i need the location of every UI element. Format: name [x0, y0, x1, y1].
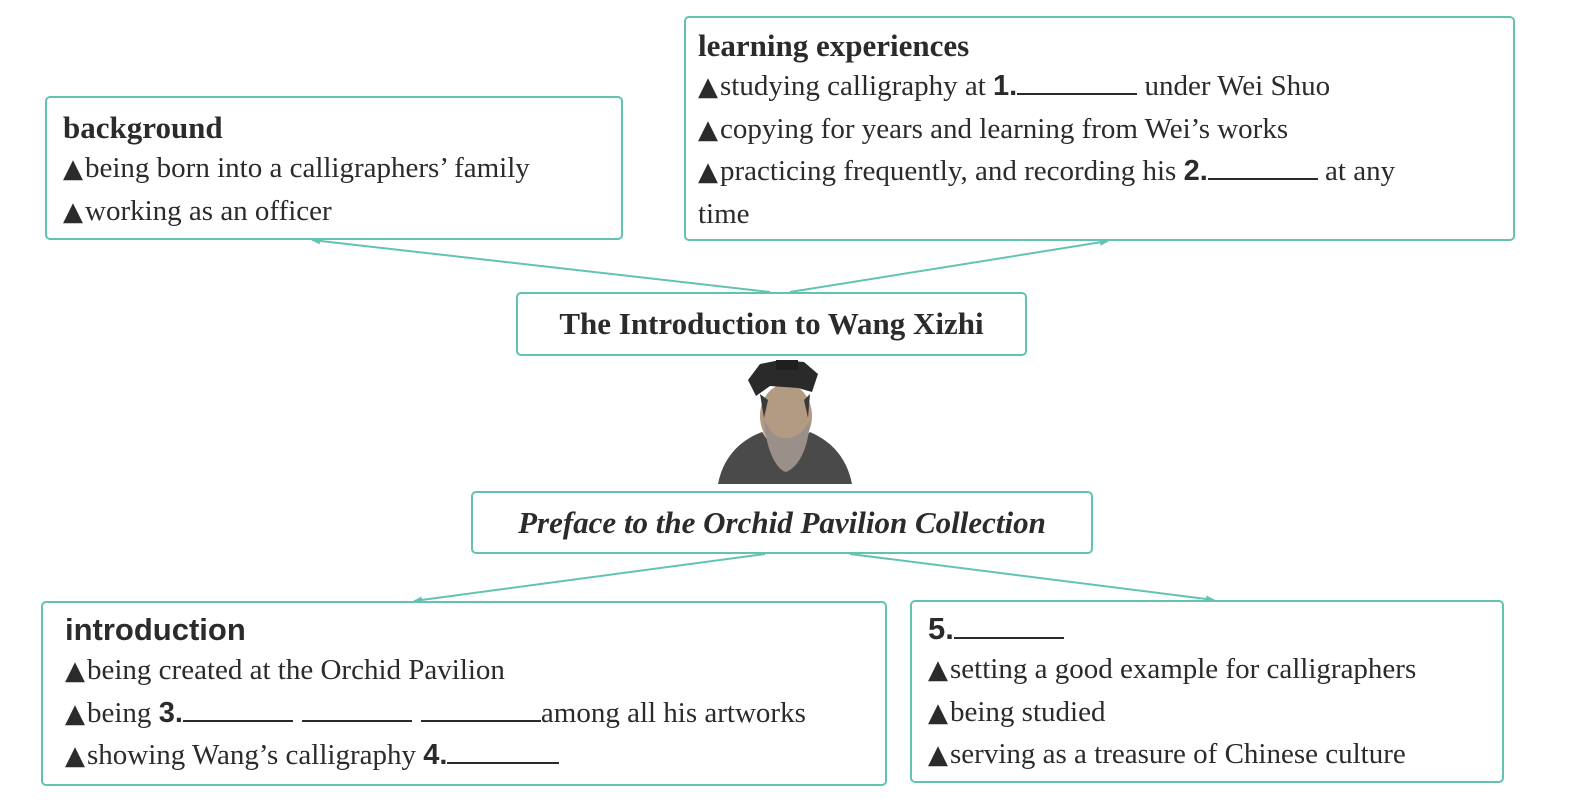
introduction-item: ▲being 3.among all his artworks [65, 693, 885, 736]
answer-blank-3c[interactable] [420, 693, 541, 722]
blank-number-4: 4 [423, 739, 440, 771]
introduction-heading: introduction [65, 612, 246, 647]
influence-item-text: setting a good example for calligraphers [950, 653, 1417, 685]
background-heading: background [63, 110, 223, 145]
learning-item: ▲practicing frequently, and recording hi… [698, 151, 1513, 194]
introduction-item-text: being [87, 696, 159, 729]
influence-box: 5. ▲setting a good example for calligrap… [910, 600, 1504, 783]
title-box: The Introduction to Wang Xizhi [516, 292, 1027, 356]
arrow-to-introduction [413, 553, 766, 604]
answer-blank-3a[interactable] [182, 693, 293, 722]
background-item-text: being born into a calligraphers’ family [85, 152, 530, 184]
triangle-bullet-icon: ▲ [65, 698, 85, 729]
blank-number-5: 5 [928, 611, 946, 646]
learning-item: ▲studying calligraphy at 1. under Wei Sh… [698, 66, 1513, 109]
introduction-item: ▲being created at the Orchid Pavilion [65, 650, 885, 693]
triangle-bullet-icon: ▲ [63, 196, 83, 227]
blank-number-1: 1 [993, 70, 1010, 102]
learning-item-text: at any [1317, 155, 1396, 187]
triangle-bullet-icon: ▲ [698, 72, 718, 102]
influence-item: ▲serving as a treasure of Chinese cultur… [928, 734, 1502, 777]
influence-heading: 5. [928, 609, 1502, 649]
portrait-of-wang-xizhi-icon [718, 360, 852, 484]
learning-item-continuation: time [698, 197, 750, 230]
answer-blank-2[interactable] [1207, 151, 1318, 180]
answer-blank-4[interactable] [447, 735, 560, 764]
arrow-to-background [311, 237, 771, 293]
background-box: background ▲being born into a calligraph… [45, 96, 623, 240]
triangle-bullet-icon: ▲ [928, 655, 948, 685]
work-title-box: Preface to the Orchid Pavilion Collectio… [471, 491, 1093, 554]
learning-item-text: practicing frequently, and recording his [720, 155, 1184, 187]
introduction-item: ▲showing Wang’s calligraphy 4. [65, 735, 885, 778]
introduction-box: introduction ▲being created at the Orchi… [41, 601, 887, 786]
introduction-item-text: among all his artworks [540, 696, 806, 729]
learning-item-text: copying for years and learning from Wei’… [720, 112, 1289, 145]
blank-number-3: 3 [158, 696, 175, 729]
triangle-bullet-icon: ▲ [63, 154, 83, 184]
background-item: ▲working as an officer [63, 191, 621, 234]
triangle-bullet-icon: ▲ [928, 740, 948, 770]
triangle-bullet-icon: ▲ [928, 697, 948, 728]
answer-blank-5[interactable] [953, 610, 1064, 639]
background-item: ▲being born into a calligraphers’ family [63, 148, 621, 191]
influence-item-text: serving as a treasure of Chinese culture [950, 738, 1406, 770]
triangle-bullet-icon: ▲ [698, 114, 718, 145]
learning-heading: learning experiences [698, 28, 970, 63]
triangle-bullet-icon: ▲ [698, 157, 718, 187]
influence-item: ▲being studied [928, 692, 1502, 735]
influence-item: ▲setting a good example for calligrapher… [928, 649, 1502, 692]
work-title: Preface to the Orchid Pavilion Collectio… [518, 504, 1046, 540]
introduction-item-text: being created at the Orchid Pavilion [87, 654, 505, 686]
influence-item-text: being studied [950, 695, 1106, 728]
introduction-item-text: showing Wang’s calligraphy [87, 739, 424, 771]
learning-item-text: studying calligraphy at [720, 70, 994, 102]
blank-number-2: 2 [1183, 155, 1200, 187]
arrow-to-influence [849, 553, 1215, 603]
triangle-bullet-icon: ▲ [65, 656, 85, 686]
learning-item-text: under Wei Shuo [1137, 70, 1331, 102]
background-item-text: working as an officer [85, 194, 332, 227]
diagram-title: The Introduction to Wang Xizhi [559, 306, 984, 341]
arrow-to-learning [789, 238, 1109, 293]
answer-blank-1[interactable] [1017, 66, 1138, 95]
triangle-bullet-icon: ▲ [65, 741, 85, 771]
answer-blank-3b[interactable] [301, 693, 412, 722]
learning-item: ▲copying for years and learning from Wei… [698, 109, 1513, 152]
learning-experiences-box: learning experiences ▲studying calligrap… [684, 16, 1515, 241]
